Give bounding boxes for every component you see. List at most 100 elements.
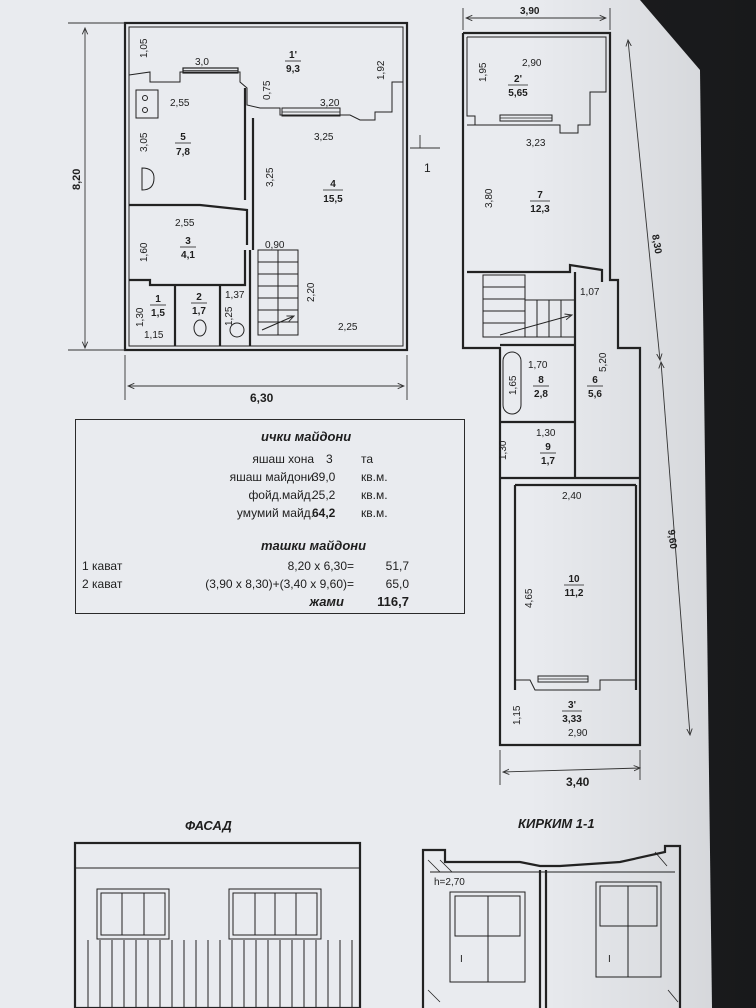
- room-6-number: 6: [592, 375, 598, 386]
- inner-area-title: ички майдони: [261, 429, 352, 444]
- room-10-number: 10: [568, 574, 580, 585]
- room-10-area: 11,2: [565, 588, 584, 599]
- dim-2-90-top: 2,90: [522, 58, 542, 69]
- svg-text:I: I: [608, 954, 611, 965]
- grand-total-value: 116,7: [377, 594, 409, 609]
- row-total-value: 64,2: [312, 506, 336, 520]
- plan1-height-dim: 8,20: [71, 169, 83, 190]
- plan2-height-lower: 9,60: [665, 529, 678, 550]
- row-rooms-label: яшаш хона: [252, 452, 314, 466]
- floor1-value: 51,7: [385, 559, 409, 573]
- dim-2-90-bottom: 2,90: [568, 728, 588, 739]
- dim-3-05: 3,05: [139, 132, 150, 152]
- row-total-unit: кв.м.: [361, 506, 388, 520]
- room-2-area: 1,7: [192, 306, 206, 317]
- room-1p-area: 9,3: [286, 64, 300, 75]
- room-3-area: 4,1: [181, 250, 195, 261]
- dim-3-80: 3,80: [484, 188, 495, 208]
- dim-1-25: 1,25: [224, 306, 235, 326]
- row-useful-unit: кв.м.: [361, 488, 388, 502]
- dim-1-15-p2: 1,15: [512, 705, 523, 725]
- dim-2-55-mid: 2,55: [175, 218, 195, 229]
- room-5-number: 5: [180, 132, 186, 143]
- dim-1-60: 1,60: [139, 242, 150, 262]
- dim-3-20: 3,20: [320, 98, 340, 109]
- section-height-label: h=2,70: [434, 877, 465, 888]
- room-1p-number: 1': [289, 50, 297, 61]
- area-summary-table: ички майдони яшаш хона 3 та яшаш майдони…: [75, 419, 465, 614]
- plan2-bottom-width: 3,40: [566, 775, 590, 789]
- dim-1-92: 1,92: [376, 60, 387, 80]
- floor1-label: 1 кават: [82, 559, 123, 573]
- dim-1-37: 1,37: [225, 290, 245, 301]
- dim-3-25-top: 3,25: [314, 132, 334, 143]
- room-3p-area: 3,33: [562, 714, 582, 725]
- room-4-number: 4: [330, 179, 336, 190]
- dim-1-65: 1,65: [508, 375, 519, 395]
- dim-3-25-left: 3,25: [265, 167, 276, 187]
- row-useful-label: фойд.майд.: [248, 488, 314, 502]
- dim-2-55-top: 2,55: [170, 98, 190, 109]
- dim-5-20: 5,20: [598, 352, 609, 372]
- floor2-label: 2 кават: [82, 577, 123, 591]
- dim-1-07: 1,07: [580, 287, 600, 298]
- grand-total-label: жами: [309, 594, 344, 609]
- dim-1-05: 1,05: [139, 38, 150, 58]
- plan1-width-dim: 6,30: [250, 391, 274, 405]
- room-1-area: 1,5: [151, 308, 165, 319]
- room-2-number: 2: [196, 292, 202, 303]
- dim-1-30-top: 1,30: [536, 428, 556, 439]
- outer-area-title: ташки майдони: [261, 538, 367, 553]
- dim-1-15: 1,15: [144, 330, 164, 341]
- room-9-number: 9: [545, 442, 551, 453]
- dim-0-90: 0,90: [265, 240, 285, 251]
- row-living-unit: кв.м.: [361, 470, 388, 484]
- section-marker: 1: [424, 161, 431, 175]
- row-rooms-unit: та: [361, 452, 374, 466]
- plan2-height-upper: 8,30: [649, 234, 663, 256]
- first-floor-plan: [68, 21, 440, 400]
- row-useful-value: 25,2: [312, 488, 336, 502]
- room-5-area: 7,8: [176, 147, 190, 158]
- room-7-number: 7: [537, 190, 543, 201]
- dim-4-65: 4,65: [524, 588, 535, 608]
- row-living-value: 39,0: [312, 470, 336, 484]
- floor2-value: 65,0: [385, 577, 409, 591]
- row-total-label: умумий майд.: [236, 506, 314, 520]
- room-3-number: 3: [185, 236, 191, 247]
- svg-text:I: I: [460, 954, 463, 965]
- dim-1-70: 1,70: [528, 360, 548, 371]
- row-rooms-value: 3: [326, 452, 333, 466]
- dim-2-40: 2,40: [562, 491, 582, 502]
- room-1-number: 1: [155, 294, 161, 305]
- dim-1-30: 1,30: [135, 307, 146, 327]
- room-6-area: 5,6: [588, 389, 602, 400]
- room-8-number: 8: [538, 375, 544, 386]
- plan2-top-width: 3,90: [520, 6, 540, 17]
- room-9-area: 1,7: [541, 456, 555, 467]
- room-2p-number: 2': [514, 74, 522, 85]
- room-7-area: 12,3: [530, 204, 550, 215]
- section-caption: КИРКИМ 1-1: [518, 816, 595, 831]
- room-2p-area: 5,65: [508, 88, 528, 99]
- room-3p-number: 3': [568, 700, 576, 711]
- dim-2-25: 2,25: [338, 322, 358, 333]
- section-drawing: I I: [421, 844, 682, 1008]
- floor2-formula: (3,90 х 8,30)+(3,40 х 9,60)=: [205, 577, 354, 591]
- dim-1-95: 1,95: [478, 62, 489, 82]
- floor1-formula: 8,20 х 6,30=: [287, 559, 354, 573]
- plan1-outer-wall: [123, 21, 409, 352]
- dim-3-23: 3,23: [526, 138, 546, 149]
- dim-1-30-left: 1,30: [498, 440, 509, 460]
- second-floor-plan: [461, 8, 690, 785]
- facade-caption: ФАСАД: [185, 818, 232, 833]
- facade-drawing: [73, 841, 362, 1008]
- dim-3-0: 3,0: [195, 57, 209, 68]
- dim-2-20: 2,20: [306, 282, 317, 302]
- plan1-inner-wall: [128, 26, 404, 347]
- room-8-area: 2,8: [534, 389, 548, 400]
